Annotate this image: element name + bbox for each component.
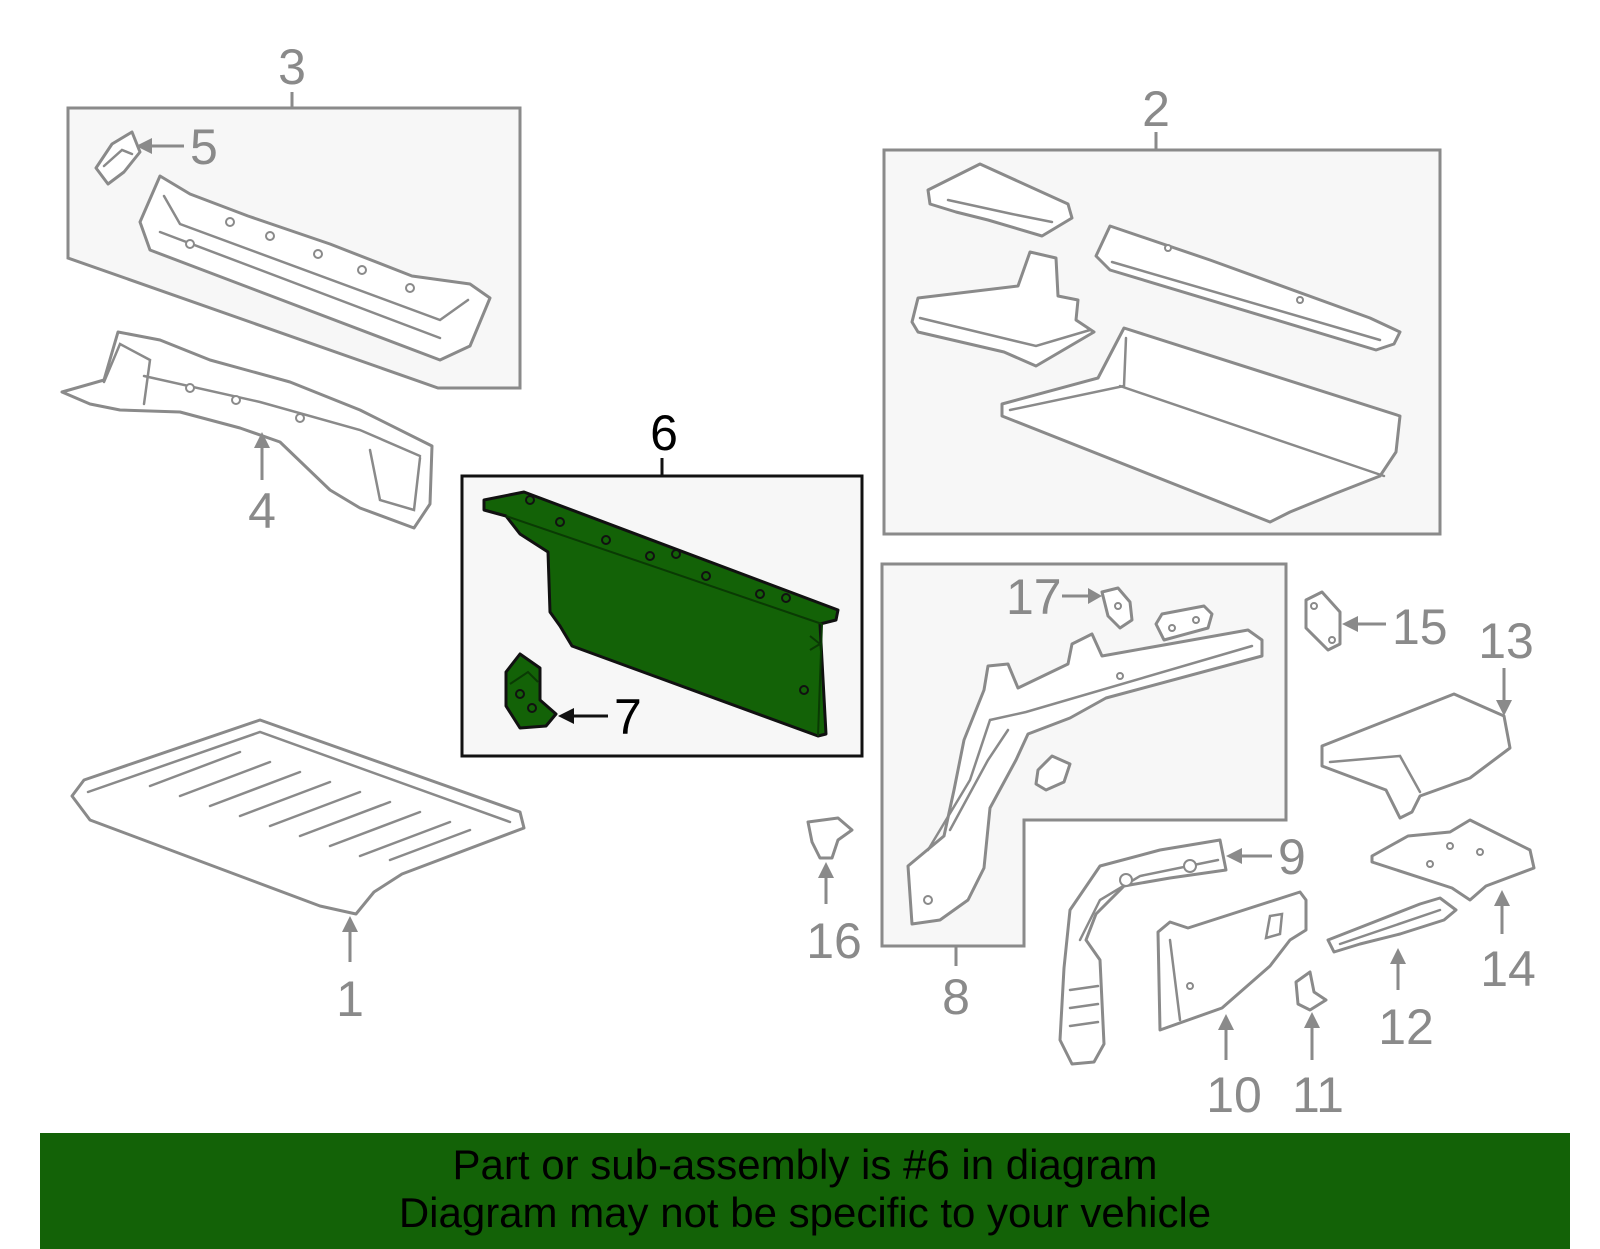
callout-9[interactable]: 9 <box>1278 829 1306 885</box>
callout-5[interactable]: 5 <box>190 119 218 175</box>
callout-10-leader <box>1218 1014 1234 1060</box>
callout-8[interactable]: 8 <box>942 969 970 1025</box>
callout-1[interactable]: 1 <box>336 971 364 1027</box>
callout-13[interactable]: 13 <box>1478 613 1534 669</box>
callout-2[interactable]: 2 <box>1142 81 1170 137</box>
part-15-plate[interactable] <box>1304 590 1342 652</box>
callout-5-leader <box>136 138 184 154</box>
callout-14-leader <box>1494 890 1510 934</box>
part-10-panel[interactable] <box>1156 890 1308 1032</box>
part-6-panel[interactable] <box>482 490 840 738</box>
callout-4[interactable]: 4 <box>248 483 276 539</box>
part-5-bracket[interactable] <box>94 130 142 186</box>
callout-10[interactable]: 10 <box>1206 1067 1262 1123</box>
callout-13-leader <box>1496 668 1512 716</box>
part-11-bracket[interactable] <box>1294 970 1328 1012</box>
part-12-reinforcement[interactable] <box>1326 896 1458 954</box>
part-2-bracket-upper[interactable] <box>926 162 1074 238</box>
banner-line-1: Part or sub-assembly is #6 in diagram <box>452 1141 1158 1188</box>
part-14-bracket[interactable] <box>1370 818 1536 902</box>
part-3-rear-rail[interactable] <box>138 174 492 362</box>
part-1-floor-panel[interactable] <box>70 718 526 916</box>
part-16-clip[interactable] <box>806 816 854 860</box>
callout-17[interactable]: 17 <box>1006 569 1062 625</box>
callout-12-leader <box>1390 948 1406 990</box>
callout-17-leader <box>1062 588 1102 604</box>
part-7-bracket[interactable] <box>504 652 558 730</box>
callout-3[interactable]: 3 <box>278 39 306 95</box>
part-8-rail-assembly[interactable] <box>906 628 1264 926</box>
callout-15-leader <box>1342 616 1386 632</box>
callout-15[interactable]: 15 <box>1392 599 1448 655</box>
part-2-floor-pan[interactable] <box>1000 326 1402 524</box>
notice-banner: Part or sub-assembly is #6 in diagram Di… <box>40 1133 1570 1249</box>
callout-14[interactable]: 14 <box>1480 941 1536 997</box>
callout-16-leader <box>818 862 834 904</box>
part-2-rail[interactable] <box>1094 224 1402 352</box>
callout-1-leader <box>342 916 358 962</box>
callout-7[interactable]: 7 <box>614 689 642 745</box>
part-4-crossmember[interactable] <box>60 330 434 530</box>
part-8-clip[interactable] <box>1154 604 1214 642</box>
callout-9-leader <box>1226 848 1272 864</box>
banner-line-2: Diagram may not be specific to your vehi… <box>398 1189 1212 1236</box>
part-2-support[interactable] <box>910 250 1096 368</box>
callout-11-leader <box>1304 1012 1320 1060</box>
callout-16[interactable]: 16 <box>806 913 862 969</box>
callout-11[interactable]: 11 <box>1292 1067 1344 1123</box>
part-9-wheelhouse[interactable] <box>1058 838 1228 1066</box>
part-8-small-bracket[interactable] <box>1034 754 1072 792</box>
callout-12[interactable]: 12 <box>1378 999 1434 1055</box>
callout-4-leader <box>254 432 270 480</box>
part-13-panel[interactable] <box>1320 692 1512 820</box>
part-17-bracket[interactable] <box>1100 586 1134 630</box>
callout-7-leader <box>558 708 608 724</box>
callout-6[interactable]: 6 <box>650 405 678 461</box>
